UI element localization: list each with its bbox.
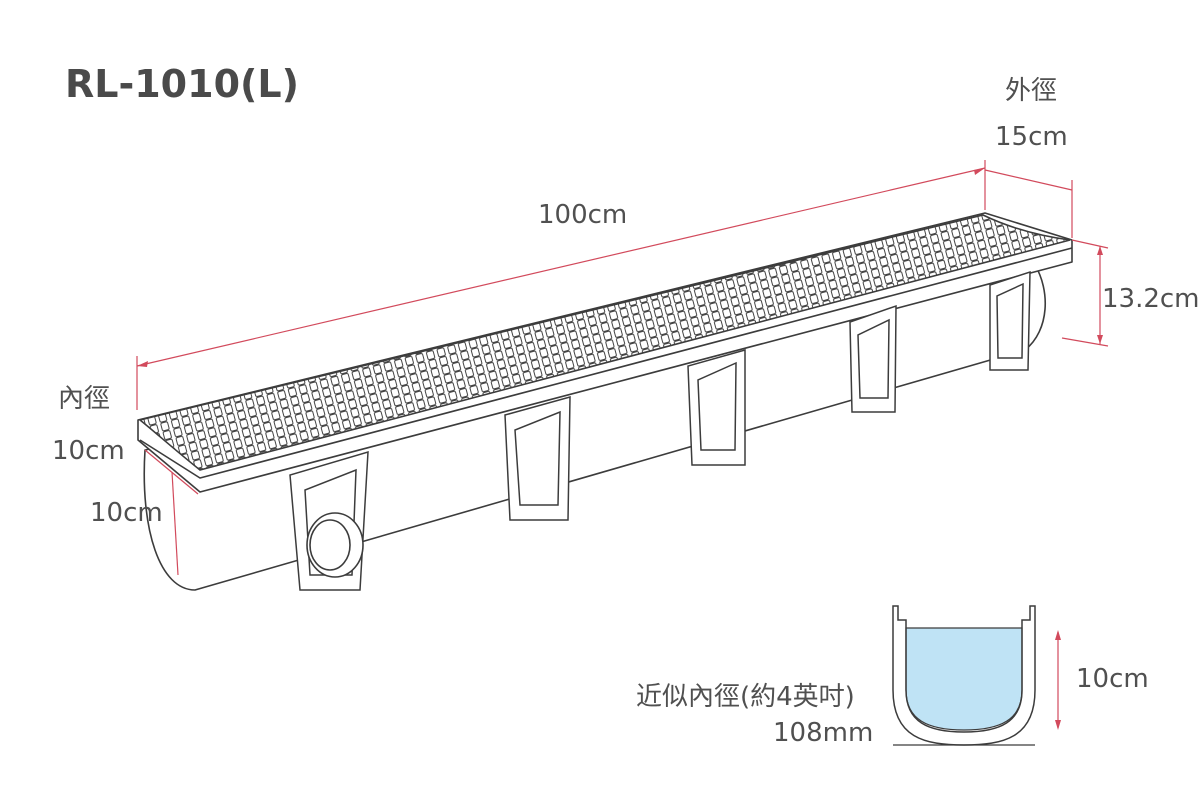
inner-label: 內徑 (58, 384, 111, 414)
outlet-pipe (306, 512, 364, 578)
product-title: RL-1010(L) (65, 62, 299, 106)
outer-width-label: 15cm (995, 122, 1068, 152)
outer-label: 外徑 (1005, 76, 1058, 106)
height-label: 13.2cm (1102, 284, 1200, 314)
section-outline (892, 605, 1036, 746)
dimension-lines (136, 160, 1109, 728)
water-fill (905, 627, 1023, 731)
cross-section (892, 605, 1036, 746)
cross-section-depth: 10cm (1076, 664, 1149, 694)
grate-cover (138, 214, 1071, 471)
cross-section-diameter: 108mm (773, 718, 874, 748)
dimension-arrowheads (137, 168, 1103, 730)
length-label: 100cm (538, 200, 628, 230)
inner-depth-label: 10cm (90, 498, 163, 528)
cross-section-description: 近似內徑(約4英吋) (636, 682, 855, 712)
inner-width-label: 10cm (52, 436, 125, 466)
